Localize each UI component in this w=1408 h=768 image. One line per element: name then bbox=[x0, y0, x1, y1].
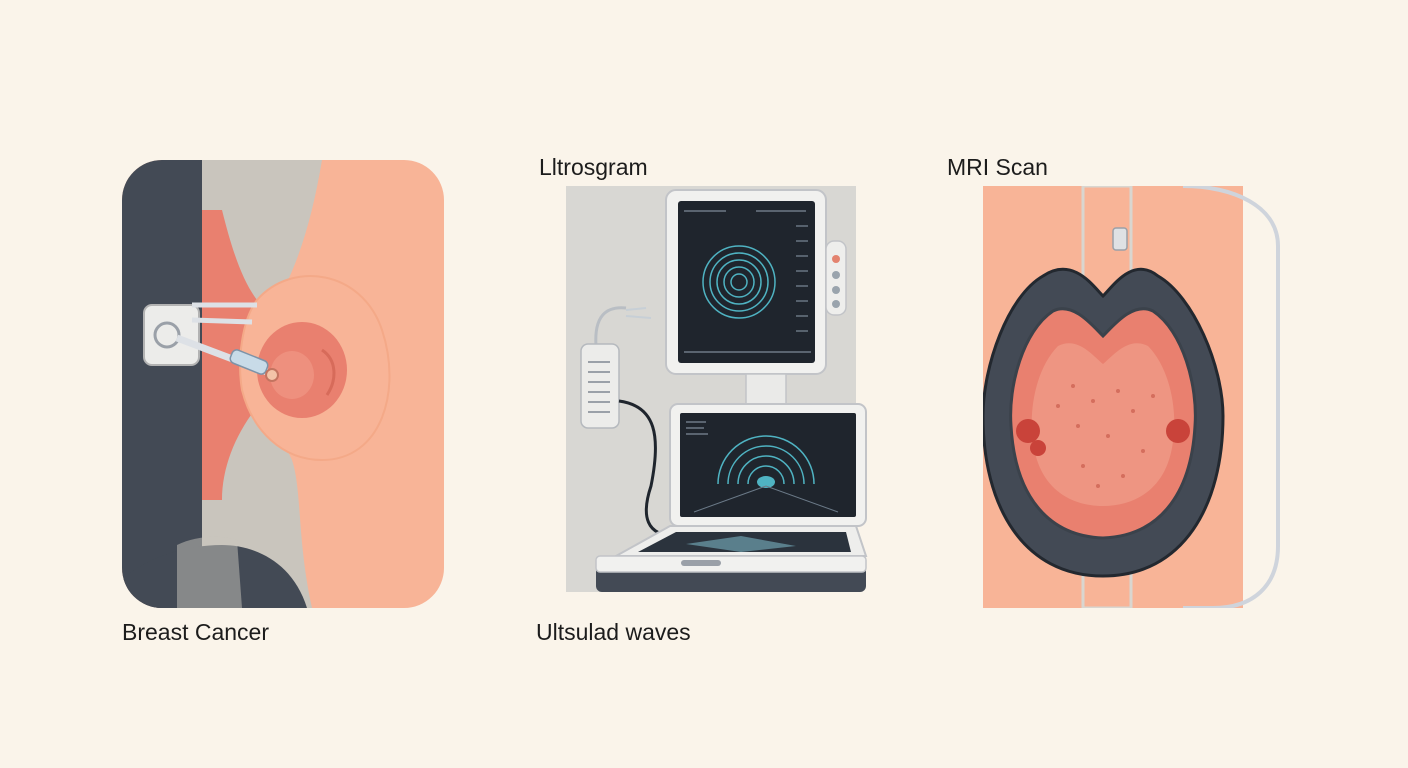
mri-scan-label: MRI Scan bbox=[947, 154, 1048, 180]
mri-core-tissue bbox=[1031, 343, 1175, 506]
monitor-button-3 bbox=[832, 300, 840, 308]
mri-lesion-right bbox=[1166, 419, 1190, 443]
arm-highlight bbox=[177, 536, 242, 608]
needle-tip bbox=[229, 349, 269, 375]
biopsy-device-base bbox=[143, 304, 200, 366]
monitor-button-1 bbox=[832, 271, 840, 279]
ultrasound-probe bbox=[580, 343, 620, 429]
monitor-readout-lines bbox=[684, 210, 811, 353]
monitor-stand bbox=[745, 373, 787, 409]
mri-lesion-left bbox=[1016, 419, 1040, 443]
probe-cable bbox=[618, 399, 677, 538]
monitor-button-2 bbox=[832, 286, 840, 294]
probe-tips bbox=[625, 307, 652, 319]
biopsy-device-dial bbox=[153, 321, 181, 349]
laptop-latch bbox=[681, 560, 721, 566]
monitor-rings bbox=[702, 245, 776, 319]
laptop-wave-arcs bbox=[717, 435, 815, 485]
mri-svg bbox=[981, 184, 1280, 610]
biopsy-rail-2 bbox=[191, 317, 253, 325]
tissue-line bbox=[321, 348, 336, 396]
breast-cancer-label: Breast Cancer bbox=[122, 619, 270, 645]
dark-body-region bbox=[122, 160, 202, 608]
ultrasound-machine-illustration bbox=[566, 186, 871, 608]
laptop-readout-lines bbox=[686, 421, 708, 435]
breast-illustration-svg bbox=[122, 160, 444, 608]
probe-cable-top bbox=[594, 306, 627, 347]
laptop-wave-cone bbox=[693, 485, 839, 513]
tumor-core bbox=[270, 351, 314, 399]
mri-texture-dots bbox=[1056, 384, 1155, 488]
mri-coil-outline bbox=[1182, 184, 1280, 610]
monitor-button-red bbox=[832, 255, 840, 263]
ultrasound-title-label: Lltrosgram bbox=[539, 154, 648, 180]
ultrasound-waves-label: Ultsulad waves bbox=[536, 619, 691, 645]
laptop-front-edge bbox=[595, 555, 867, 573]
laptop-scan-image bbox=[686, 536, 796, 552]
ultrasound-svg bbox=[566, 186, 868, 592]
needle-point bbox=[265, 368, 279, 382]
laptop-screen bbox=[680, 413, 856, 517]
mri-scan-illustration bbox=[981, 184, 1283, 610]
mri-lesion-left-2 bbox=[1030, 440, 1046, 456]
probe-grip-lines bbox=[588, 361, 610, 413]
mri-clip bbox=[1112, 227, 1128, 251]
laptop-wave-source bbox=[757, 476, 775, 488]
breast-cancer-illustration bbox=[122, 160, 444, 608]
